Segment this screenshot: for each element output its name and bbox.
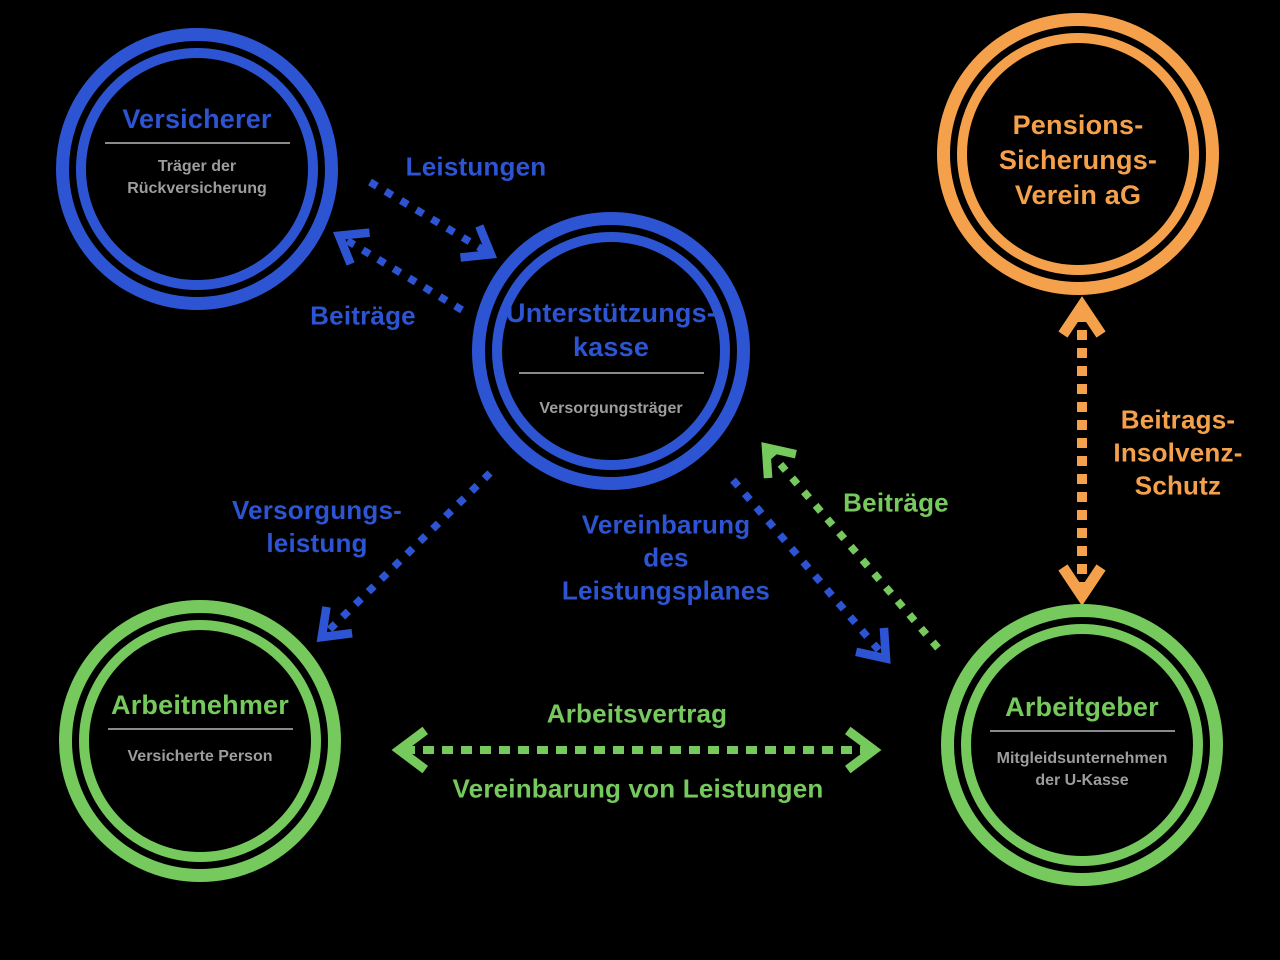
psv-title: Pensions- Sicherungs- Verein aG bbox=[998, 110, 1158, 210]
versicherer-subtitle: Träger der Rückversicherung bbox=[127, 158, 267, 197]
node-unterstuetzungskasse: Unterstützungs- kasse Versorgungsträger bbox=[472, 212, 750, 490]
arrow-beitraege-an-kasse bbox=[761, 442, 941, 651]
node-pensionssicherungsverein: Pensions- Sicherungs- Verein aG bbox=[937, 13, 1219, 295]
label-leistungsplan: Vereinbarung des Leistungsplanes bbox=[561, 509, 771, 606]
arbeitnehmer-divider bbox=[107, 728, 293, 730]
arrow-leistungen bbox=[368, 178, 498, 262]
kasse-inner-ring bbox=[492, 232, 730, 470]
node-arbeitnehmer: Arbeitnehmer Versicherte Person bbox=[59, 600, 341, 882]
kasse-subtitle: Versorgungsträger bbox=[539, 400, 683, 417]
label-beitraege-an-versicherer: Beiträge bbox=[310, 300, 416, 331]
label-leistungen: Leistungen bbox=[405, 151, 547, 182]
versicherer-title: Versicherer bbox=[122, 104, 272, 134]
arbeitgeber-subtitle: Mitgleidsunternehmen der U-Kasse bbox=[996, 750, 1168, 789]
versicherer-inner-ring bbox=[76, 48, 318, 290]
label-vereinbarung-von-leistungen: Vereinbarung von Leistungen bbox=[452, 773, 824, 804]
versicherer-divider bbox=[104, 142, 290, 144]
node-arbeitgeber: Arbeitgeber Mitgleidsunternehmen der U-K… bbox=[941, 604, 1223, 886]
label-versorgungsleistung: Versorgungs- leistung bbox=[232, 495, 402, 558]
arbeitgeber-inner-ring bbox=[961, 624, 1203, 866]
arbeitnehmer-title: Arbeitnehmer bbox=[111, 690, 289, 720]
arbeitgeber-divider bbox=[989, 730, 1175, 732]
kasse-title: Unterstützungs- kasse bbox=[506, 298, 716, 362]
arbeitgeber-title: Arbeitgeber bbox=[1005, 692, 1159, 722]
label-arbeitsvertrag: Arbeitsvertrag bbox=[546, 698, 728, 729]
label-beitraege-an-kasse: Beiträge bbox=[843, 487, 949, 518]
psv-inner-ring bbox=[957, 33, 1199, 275]
label-insolvenzschutz: Beitrags- Insolvenz- Schutz bbox=[1113, 404, 1243, 501]
arbeitnehmer-inner-ring bbox=[79, 620, 321, 862]
node-versicherer: Versicherer Träger der Rückversicherung bbox=[56, 28, 338, 310]
arbeitnehmer-subtitle: Versicherte Person bbox=[127, 748, 273, 765]
kasse-divider bbox=[518, 372, 704, 374]
